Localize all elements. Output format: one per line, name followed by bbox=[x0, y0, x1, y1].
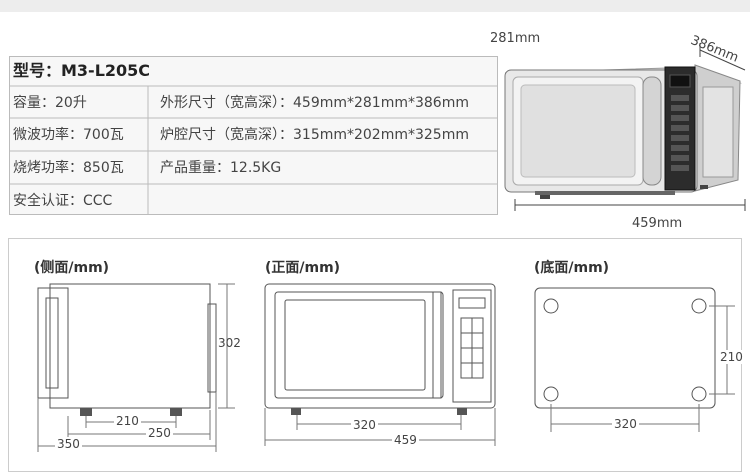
side-view-diagram bbox=[37, 283, 235, 452]
capacity-value: 容量：20升 bbox=[13, 95, 87, 111]
side-foot-span-label: 210 bbox=[114, 414, 141, 428]
side-total-width-label: 350 bbox=[55, 437, 82, 451]
spec-table: 型号：M3-L205C 容量：20升 外形尺寸（宽高深）：459mm*281mm… bbox=[9, 56, 498, 215]
product-height-label: 281mm bbox=[490, 31, 541, 46]
grill-power-value: 烧烤功率：850瓦 bbox=[13, 160, 124, 176]
side-inner-width-label: 250 bbox=[146, 426, 173, 440]
bottom-height-label: 210 bbox=[720, 350, 743, 364]
weight-value: 产品重量：12.5KG bbox=[160, 160, 282, 176]
certification-value: 安全认证：CCC bbox=[13, 193, 113, 209]
bottom-view-diagram bbox=[534, 287, 735, 432]
front-total-width-label: 459 bbox=[392, 433, 419, 447]
bottom-view-title: (底面/mm) bbox=[534, 260, 610, 276]
microwave-power-value: 微波功率：700瓦 bbox=[13, 127, 124, 143]
model-label: 型号：M3-L205C bbox=[13, 61, 151, 80]
side-height-label: 302 bbox=[218, 336, 241, 350]
side-view-title: (侧面/mm) bbox=[34, 260, 110, 276]
spec-table-grid bbox=[9, 56, 498, 215]
front-view-diagram bbox=[264, 283, 496, 446]
front-foot-span-label: 320 bbox=[351, 418, 378, 432]
top-divider-strip bbox=[0, 0, 750, 12]
front-view-title: (正面/mm) bbox=[265, 260, 341, 276]
bottom-width-label: 320 bbox=[612, 417, 639, 431]
microwave-product-image bbox=[504, 43, 746, 211]
outer-dimensions-value: 外形尺寸（宽高深）：459mm*281mm*386mm bbox=[160, 95, 469, 111]
cavity-dimensions-value: 炉腔尺寸（宽高深）：315mm*202mm*325mm bbox=[160, 127, 469, 143]
product-width-label: 459mm bbox=[632, 216, 683, 231]
